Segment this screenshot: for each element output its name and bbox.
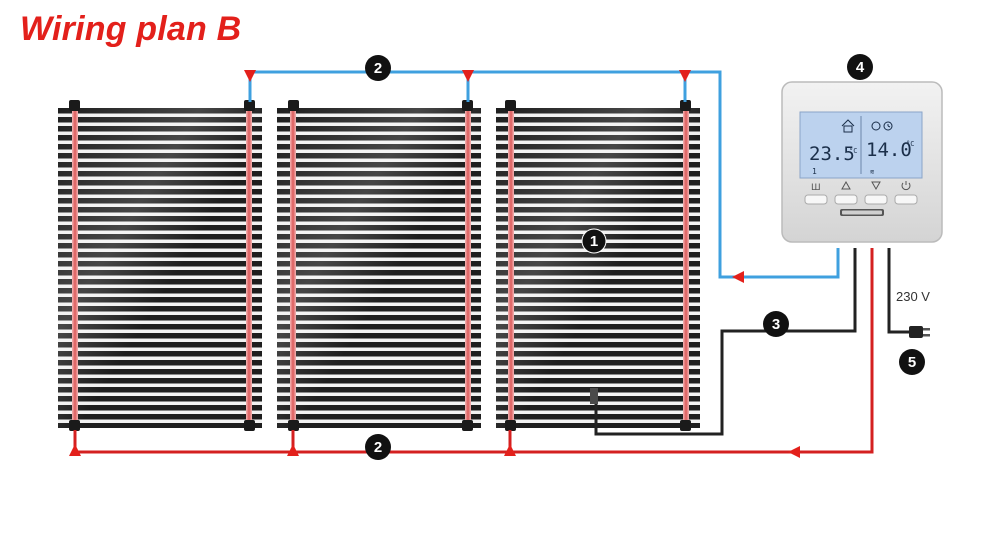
svg-text:2: 2 [374, 439, 382, 456]
down-triangle-icon [871, 181, 881, 191]
marker-sensor: 3 [763, 311, 789, 337]
set-temperature-unit: °C [906, 140, 914, 148]
marker-film: 1 [581, 228, 607, 254]
set-temperature: 14.0 [866, 139, 912, 161]
power-plug [909, 326, 923, 338]
diagram-title: Wiring plan B [20, 10, 242, 48]
top-wire-arrows [244, 70, 744, 283]
svg-text:4: 4 [856, 59, 865, 76]
sensor-wire [594, 248, 857, 436]
hand-clock-icon [871, 121, 893, 131]
heating-film-1 [58, 104, 262, 430]
svg-text:1: 1 [590, 233, 598, 250]
house-icon [841, 119, 855, 133]
bottom-wire-arrows [69, 444, 800, 458]
room-temperature-unit: °C [849, 147, 857, 155]
temperature-sensor [590, 388, 598, 404]
up-triangle-icon [841, 180, 851, 190]
down-button[interactable] [864, 194, 888, 205]
up-button[interactable] [834, 194, 858, 205]
svg-text:5: 5 [908, 354, 916, 371]
program-number: 1 [812, 167, 817, 176]
power-cord [887, 248, 930, 338]
menu-button[interactable] [804, 194, 828, 205]
m-icon: Ш [811, 183, 821, 193]
marker-thermostat: 4 [847, 54, 873, 80]
thermostat-buttons: Ш [804, 180, 918, 205]
thermostat: 23.5 °C 14.0 °C 1 ≋ Ш [781, 81, 943, 243]
room-temperature: 23.5 [809, 143, 855, 165]
wave-icon: ≋ [870, 168, 874, 176]
heating-film-2 [277, 104, 481, 430]
marker-wire-top: 2 [365, 55, 391, 81]
power-button[interactable] [894, 194, 918, 205]
heating-film-3 [496, 104, 700, 430]
svg-text:3: 3 [772, 316, 780, 333]
power-icon [901, 181, 911, 191]
marker-plug: 5 [899, 349, 925, 375]
marker-wire-bottom: 2 [365, 434, 391, 460]
voltage-label: 230 V [896, 289, 930, 304]
terminal-clips [69, 100, 691, 431]
svg-text:2: 2 [374, 60, 382, 77]
